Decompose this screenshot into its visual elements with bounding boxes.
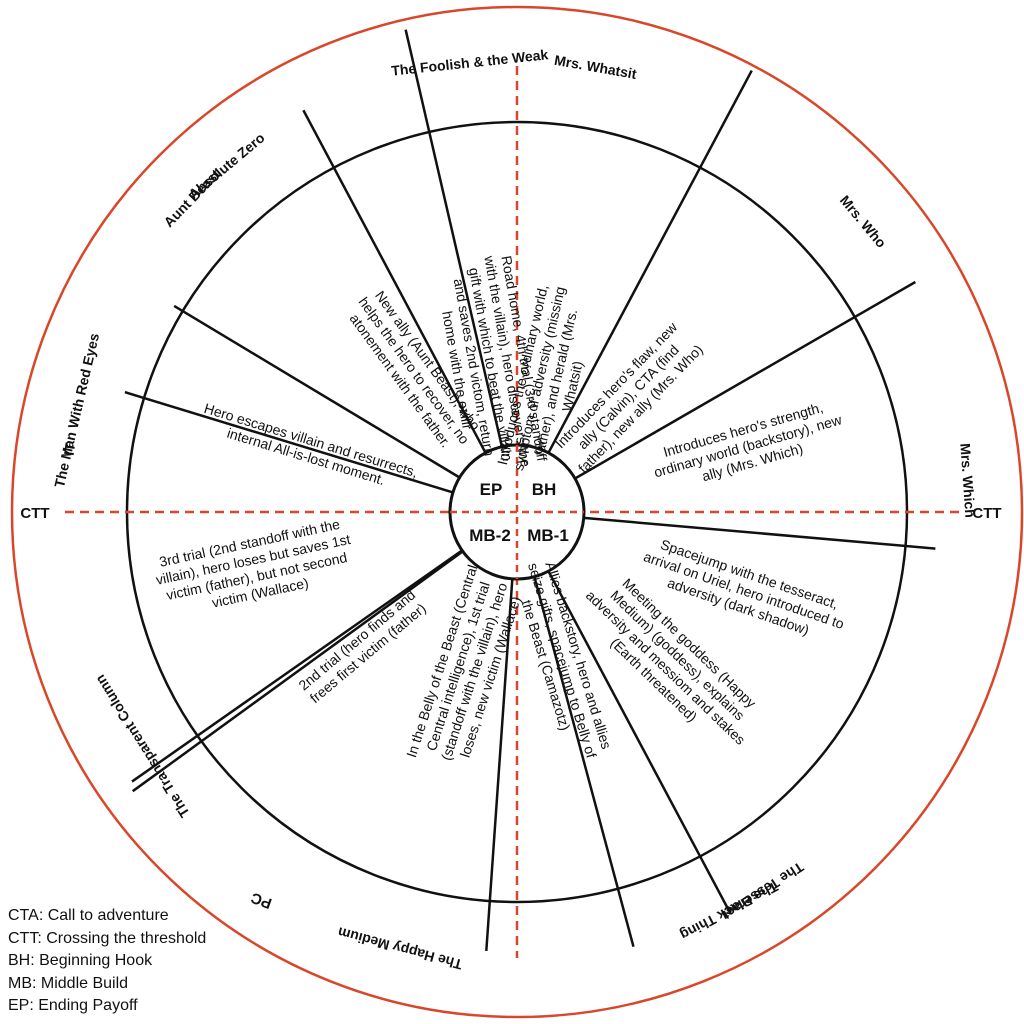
center-label-beginning-hook: BH: [532, 480, 557, 499]
segment-divider-8: [131, 549, 463, 783]
segment-divider-11: [302, 109, 487, 454]
legend-item-ep: EP: Ending Payoff: [8, 997, 138, 1014]
segment-6-title: The Happy Medium: [336, 924, 464, 973]
legend-item-ctt: CTT: Crossing the threshold: [8, 929, 207, 947]
center-label-middle-build-2: MB-2: [469, 526, 511, 545]
segment-3-title: Mrs. Which: [957, 443, 978, 519]
segment-11-title: Aunt Beast: [160, 166, 223, 231]
segment-12-title: The Foolish & the Weak: [391, 46, 550, 78]
segment-divider-4: [547, 570, 732, 915]
threshold-label-left: CTT: [20, 505, 49, 522]
segment-3: Mrs. Which Introduces hero's strength,ord…: [647, 395, 978, 519]
segment-9-description: 3rd trial (2nd standoff with thevillain)…: [151, 514, 359, 621]
segment-7-title: The Man With Red Eyes: [51, 331, 102, 489]
segment-divider-9: [124, 390, 454, 494]
segment-6-description: Allies backstory, hero and alliesseize g…: [509, 556, 616, 765]
segment-1-title: Mrs. Whatsit: [553, 52, 638, 82]
legend-item-cta: CTA: Call to adventure: [8, 907, 169, 924]
legend: CTA: Call to adventure CTT: Crossing the…: [8, 905, 206, 1018]
legend-item-mb: MB: Middle Build: [8, 974, 129, 992]
segment-divider-1: [547, 69, 753, 454]
plot-point-label-bottom: PC: [249, 889, 275, 912]
segment-divider-2: [574, 280, 916, 480]
segment-9: IT 3rd trial (2nd standoff with thevillai…: [61, 441, 359, 621]
segment-divider-10: [173, 304, 461, 479]
segment-divider-6: [485, 578, 514, 952]
segment-divider-3: [583, 516, 936, 550]
segment-5-title: The Tesseract: [719, 859, 806, 923]
segment-9-title: IT: [61, 441, 79, 456]
threshold-label-right: CTT: [972, 505, 1001, 522]
legend-item-bh: BH: Beginning Hook: [8, 952, 153, 969]
segment-dividers: [124, 29, 936, 952]
segment-8-description: 2nd trial (hero finds andfrees first vic…: [295, 587, 429, 707]
center-label-ending-payoff: EP: [480, 480, 503, 499]
segment-3-description: Introduces hero's strength,ordinary worl…: [647, 395, 849, 497]
segment-divider-12: [404, 29, 504, 447]
outer-ring: [10, 5, 1024, 1019]
segment-2-title: Mrs. Who: [837, 192, 890, 251]
segment-8-title: The Transparent Column: [92, 672, 193, 820]
segment-divider-7: [131, 550, 464, 793]
center-label-middle-build-1: MB-1: [527, 526, 569, 545]
segment-divider-5: [533, 576, 635, 947]
segment-10-description: Hero escapes villain and resurrects,inte…: [197, 400, 419, 497]
